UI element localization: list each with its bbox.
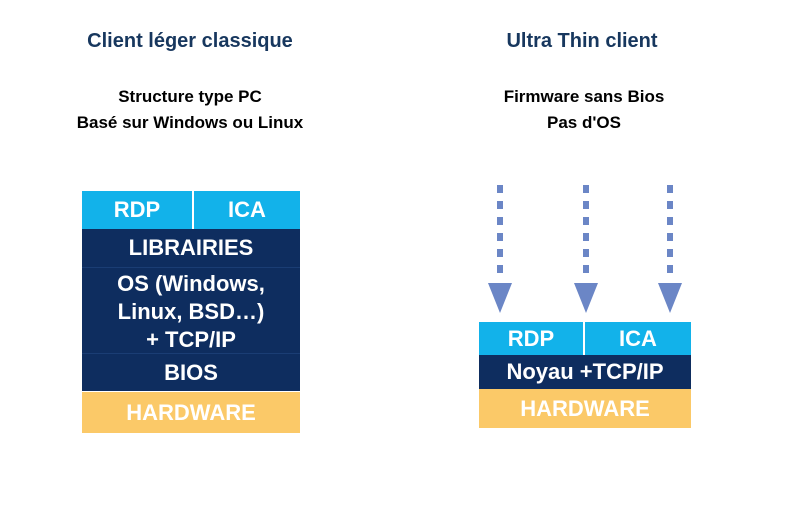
left-subtitle-line-1: Structure type PC [118,87,262,106]
left-libraries-layer: LIBRAIRIES [82,229,300,267]
left-subtitle: Structure type PC Basé sur Windows ou Li… [40,84,340,136]
classic-thin-client-stack: RDP ICA LIBRAIRIES OS (Windows, Linux, B… [82,191,300,433]
right-ica-layer: ICA [585,322,691,355]
dotted-down-arrow-icon [658,185,682,313]
right-title: Ultra Thin client [506,30,658,52]
dotted-down-arrow-icon [574,185,598,313]
right-kernel-layer: Noyau +TCP/IP [479,355,691,389]
ultra-thin-client-stack: RDP ICA Noyau +TCP/IP HARDWARE [479,322,691,428]
right-rdp-layer: RDP [479,322,585,355]
left-subtitle-line-2: Basé sur Windows ou Linux [76,113,304,132]
left-rdp-layer: RDP [82,191,194,229]
left-hardware-layer: HARDWARE [82,392,300,433]
left-os-line-1: OS (Windows, [117,270,265,296]
left-bios-layer: BIOS [82,353,300,391]
right-hardware-layer: HARDWARE [479,389,691,428]
left-os-line-3: + TCP/IP [146,326,236,352]
right-subtitle: Firmware sans Bios Pas d'OS [446,84,722,136]
left-title: Client léger classique [87,30,293,52]
left-os-layer: OS (Windows, Linux, BSD…) + TCP/IP [82,267,300,353]
dotted-down-arrow-icon [488,185,512,313]
left-os-line-2: Linux, BSD…) [117,298,265,324]
left-ica-layer: ICA [194,191,300,229]
right-subtitle-line-2: Pas d'OS [547,113,621,132]
right-subtitle-line-1: Firmware sans Bios [503,87,665,106]
